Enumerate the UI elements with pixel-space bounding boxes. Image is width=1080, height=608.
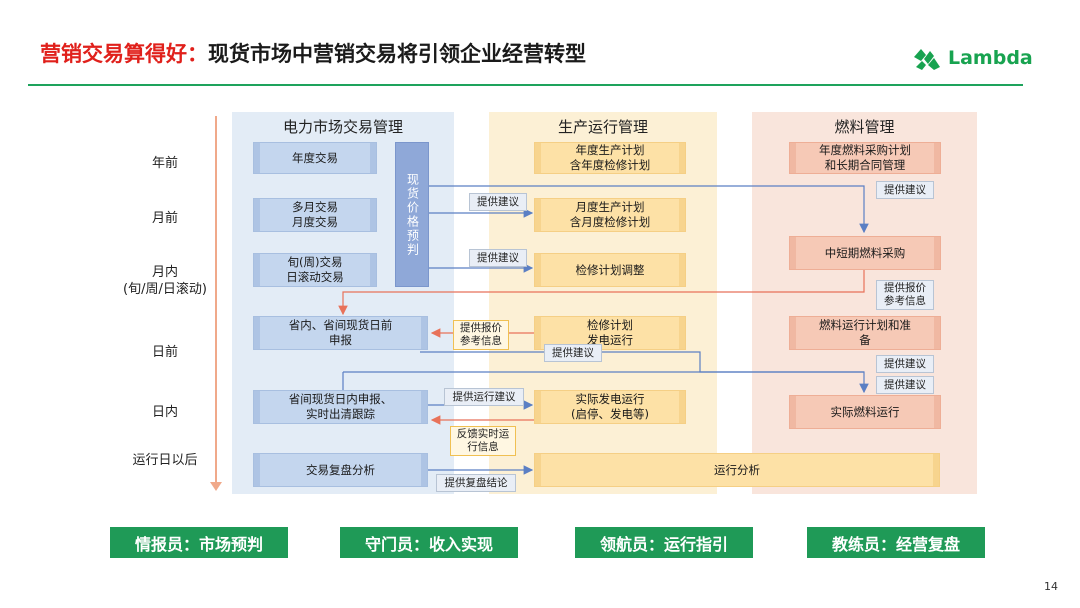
box-maint-adjust: 检修计划调整 [534,253,686,287]
role-badge-intelligence: 情报员：市场预判 [110,527,288,558]
box-annual-production-line2: 含年度检修计划 [569,158,651,172]
box-annual-fuel-line1: 年度燃料采购计划 [819,143,911,157]
note-feedback-realtime: 反馈实时运行信息 [450,426,516,456]
box-dayahead-bidding: 省内、省间现货日前申报 [253,316,428,350]
box-annual-fuel: 年度燃料采购计划和长期合同管理 [789,142,941,174]
note-run-advice: 提供运行建议 [444,388,524,406]
box-operation-analysis: 运行分析 [534,453,940,487]
row-label-post-operation: 运行日以后 [132,453,198,468]
note-advice-fuel-plan: 提供建议 [876,355,934,373]
column-title-production: 生产运行管理 [557,118,648,136]
box-monthly-production-line2: 含月度检修计划 [569,215,651,229]
box-monthly-trading-line2: 月度交易 [292,215,338,229]
box-fuel-plan-line2: 备 [859,333,871,347]
column-title-fuel: 燃料管理 [834,118,895,136]
box-spot-price-forecast-label: 现货价格预判 [405,172,420,257]
box-dayahead-operation-line2: 发电运行 [587,333,633,347]
box-maint-adjust-label: 检修计划调整 [575,262,645,277]
box-monthly-production-line1: 月度生产计划 [575,200,645,214]
logo-text: Lambda [948,47,1033,69]
note-advice-fuel-actual: 提供建议 [876,376,934,394]
title-divider [28,84,1023,86]
column-fuel [752,112,977,494]
box-actual-fuel: 实际燃料运行 [789,395,941,429]
note-advice-dayahead: 提供建议 [544,344,602,362]
note-price-ref-left-line1: 提供报价 [460,322,502,334]
box-fuel-plan-line1: 燃料运行计划和准 [819,318,911,332]
box-fuel-plan: 燃料运行计划和准备 [789,316,941,350]
note-price-ref-left: 提供报价参考信息 [453,320,509,350]
role-badge-navigator: 领航员：运行指引 [575,527,753,558]
box-actual-generation-line2: (启停、发电等) [571,407,649,421]
row-label-intra-month: 月内 [151,265,178,280]
page-title: 营销交易算得好：现货市场中营销交易将引领企业经营转型 [40,38,586,68]
note-advice-fuel-annual: 提供建议 [876,181,934,199]
box-monthly-trading-line1: 多月交易 [292,200,338,214]
box-monthly-trading: 多月交易月度交易 [253,198,377,232]
note-price-ref-left-line2: 参考信息 [460,335,502,347]
note-price-ref-right-line1: 提供报价 [884,282,926,294]
box-annual-trading: 年度交易 [253,142,377,174]
box-operation-analysis-label: 运行分析 [714,462,760,477]
note-feedback-line1: 反馈实时运 [456,428,510,440]
timeline-arrowhead [210,482,222,491]
box-annual-production-line1: 年度生产计划 [575,143,645,157]
box-tenday-trading-line2: 日滚动交易 [286,270,344,284]
box-intraday-bidding-line1: 省间现货日内申报、 [288,392,393,406]
box-intraday-bidding-line2: 实时出清跟踪 [306,407,375,421]
box-midshort-fuel-label: 中短期燃料采购 [824,245,906,260]
box-monthly-production: 月度生产计划含月度检修计划 [534,198,686,232]
row-label-day-ahead: 日前 [151,345,178,360]
note-price-ref-right-line2: 参考信息 [884,295,926,307]
lambda-logo-icon [914,49,940,70]
box-actual-generation-line1: 实际发电运行 [575,392,645,406]
row-label-intraday: 日内 [151,405,178,420]
role-badge-gatekeeper: 守门员：收入实现 [340,527,518,558]
box-dayahead-operation-line1: 检修计划 [587,318,633,332]
box-actual-fuel-label: 实际燃料运行 [830,404,900,419]
row-label-month-ahead: 月前 [151,211,178,226]
column-production [489,112,717,494]
lambda-logo: Lambda [912,44,1033,72]
box-trade-review: 交易复盘分析 [253,453,428,487]
note-advice-monthly: 提供建议 [469,193,527,211]
box-annual-production: 年度生产计划含年度检修计划 [534,142,686,174]
box-intraday-bidding: 省间现货日内申报、实时出清跟踪 [253,390,428,424]
box-dayahead-bidding-line1: 省内、省间现货日前 [288,318,393,332]
box-annual-trading-label: 年度交易 [292,150,338,165]
title-highlight: 营销交易算得好： [40,42,208,66]
timeline-axis [215,116,217,486]
page-number: 14 [1044,580,1058,593]
note-feedback-line2: 行信息 [467,441,499,453]
box-spot-price-forecast: 现货价格预判 [395,142,429,287]
box-tenday-trading: 旬(周)交易日滚动交易 [253,253,377,287]
arrow-forecast-to-fuel [428,185,869,234]
arrow-fuel-price-ref [338,270,865,316]
box-tenday-trading-line1: 旬(周)交易 [287,255,343,269]
box-actual-generation: 实际发电运行(启停、发电等) [534,390,686,424]
box-trade-review-label: 交易复盘分析 [306,462,375,477]
box-annual-fuel-line2: 和长期合同管理 [824,158,906,172]
note-review-conclusion: 提供复盘结论 [436,474,516,492]
note-advice-maint: 提供建议 [469,249,527,267]
box-dayahead-bidding-line2: 申报 [329,333,352,347]
column-title-trading: 电力市场交易管理 [282,118,403,136]
title-rest: 现货市场中营销交易将引领企业经营转型 [208,42,586,66]
box-midshort-fuel: 中短期燃料采购 [789,236,941,270]
row-label-intra-month-sub: (旬/周/日滚动) [123,282,207,297]
row-label-year-ahead: 年前 [151,156,178,171]
note-price-ref-right: 提供报价参考信息 [876,280,934,310]
role-badge-coach: 教练员：经营复盘 [807,527,985,558]
